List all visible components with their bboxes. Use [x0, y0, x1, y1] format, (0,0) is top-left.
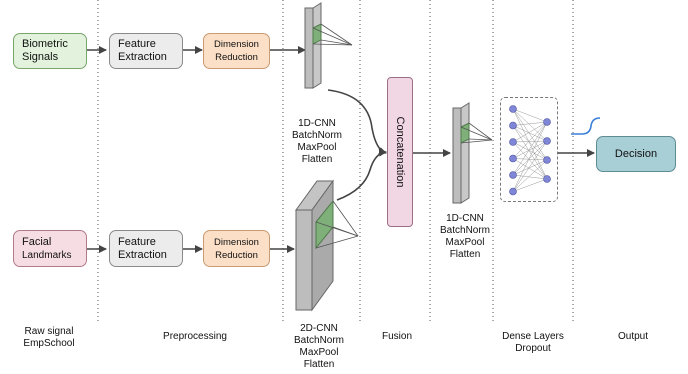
stage-dense-line-2: Dropout [515, 343, 551, 354]
dense-connection [512, 121, 548, 176]
cnn-1d-top-block [304, 2, 353, 89]
dense-connection [512, 158, 548, 180]
cnn-1d-fusion-line-3: MaxPool [445, 237, 485, 248]
cnn-1d-top-line-1: 1D-CNN [298, 118, 336, 129]
neuron-node [509, 187, 517, 196]
neuron-node [509, 121, 517, 130]
facial-label-line2: Landmarks [22, 249, 72, 261]
concatenation-label: Concatenation [394, 116, 406, 188]
dimension-label-line2: Reduction [215, 249, 258, 261]
cnn-2d-line-3: MaxPool [299, 347, 339, 358]
neuron-node [543, 137, 551, 145]
cnn-1d-top-label: 1D-CNN BatchNorm MaxPool Flatten [292, 118, 342, 166]
dense-connection [512, 158, 548, 161]
filter-patch [312, 23, 322, 45]
dense-connection [512, 108, 548, 161]
cnn-1d-top-line-3: MaxPool [297, 142, 337, 153]
activation-curve-icon [571, 117, 601, 135]
stage-label-preprocessing: Preprocessing [163, 331, 227, 342]
feature-extraction-box-bottom: Feature Extraction [109, 230, 183, 267]
dense-layers-box [500, 97, 558, 202]
cnn-1d-top-line-4: Flatten [301, 154, 333, 165]
arrow-2dcnn-to-concat [336, 148, 387, 201]
dense-connection [512, 108, 548, 142]
dense-connection [512, 108, 548, 180]
cnn-2d-label: 2D-CNN BatchNorm MaxPool Flatten [294, 323, 344, 371]
filter-patch [460, 122, 470, 144]
dense-connection [512, 140, 548, 192]
dense-connection [512, 108, 548, 123]
dense-connection [512, 121, 548, 126]
neuron-node [543, 156, 551, 164]
stage-dividers [97, 0, 574, 322]
cnn-1d-fusion-label: 1D-CNN BatchNorm MaxPool Flatten [440, 213, 490, 261]
facial-label-line1: Facial [22, 235, 52, 248]
dimension-label-line2: Reduction [215, 52, 258, 63]
dense-connection [512, 140, 548, 159]
cnn-2d-block [295, 179, 359, 312]
dense-connection [512, 140, 548, 143]
dense-connection [512, 121, 548, 159]
biometric-signals-box: Biometric Signals [13, 33, 87, 69]
dense-connection [512, 121, 548, 192]
stage-raw-line-2: EmpSchool [23, 338, 75, 349]
concatenation-box: Concatenation [387, 77, 413, 227]
dimension-label-line1: Dimension [214, 236, 259, 248]
dimension-reduction-box-bottom: Dimension Reduction [203, 230, 270, 267]
dense-connection [512, 125, 548, 161]
feature-extraction-box-top: Feature Extraction [109, 33, 183, 69]
cnn-1d-fusion-line-2: BatchNorm [440, 225, 491, 236]
dense-connection [512, 125, 548, 142]
dimension-reduction-box-top: Dimension Reduction [203, 33, 270, 69]
feature-label-line2: Extraction [118, 248, 167, 261]
neuron-node [543, 175, 551, 183]
cnn-1d-top-line-2: BatchNorm [292, 130, 343, 141]
cnn-2d-line-4: Flatten [303, 359, 335, 370]
neuron-node [509, 138, 517, 146]
neuron-node [509, 171, 517, 179]
dense-connection [512, 159, 548, 176]
dense-connection [512, 121, 548, 143]
dense-connection [512, 141, 548, 180]
dense-connection [512, 174, 548, 180]
decision-label: Decision [614, 147, 658, 160]
dimension-label-line1: Dimension [214, 39, 259, 50]
stage-dense-line-1: Dense Layers [502, 331, 564, 342]
dense-connection [512, 140, 548, 176]
dense-connection [512, 159, 548, 192]
cnn-1d-fusion-block [452, 102, 493, 204]
dense-connection [512, 178, 548, 192]
stage-raw-line-1: Raw signal [24, 326, 74, 337]
neuron-node [509, 105, 517, 113]
neuron-node [543, 118, 551, 126]
cnn-2d-line-1: 2D-CNN [300, 323, 338, 334]
neuron-node [509, 154, 517, 163]
biometric-label-line2: Signals [22, 51, 59, 63]
cnn-1d-fusion-line-4: Flatten [449, 249, 481, 260]
dense-connection [512, 125, 548, 180]
cnn-1d-fusion-line-1: 1D-CNN [446, 213, 484, 224]
dense-connection [512, 141, 548, 161]
stage-label-dense: Dense Layers Dropout [493, 331, 573, 355]
facial-landmarks-box: Facial Landmarks [13, 230, 87, 267]
feature-label-line1: Feature [118, 235, 156, 248]
decision-box: Decision [596, 136, 676, 172]
biometric-label-line1: Biometric [22, 38, 68, 50]
stage-label-fusion: Fusion [381, 331, 412, 342]
dense-network-icon [509, 105, 551, 196]
cnn-2d-line-2: BatchNorm [294, 335, 345, 346]
feature-label-line1: Feature [118, 38, 156, 50]
stage-label-output: Output [617, 331, 649, 342]
feature-label-line2: Extraction [118, 51, 167, 63]
stage-label-raw: Raw signal EmpSchool [14, 326, 84, 350]
